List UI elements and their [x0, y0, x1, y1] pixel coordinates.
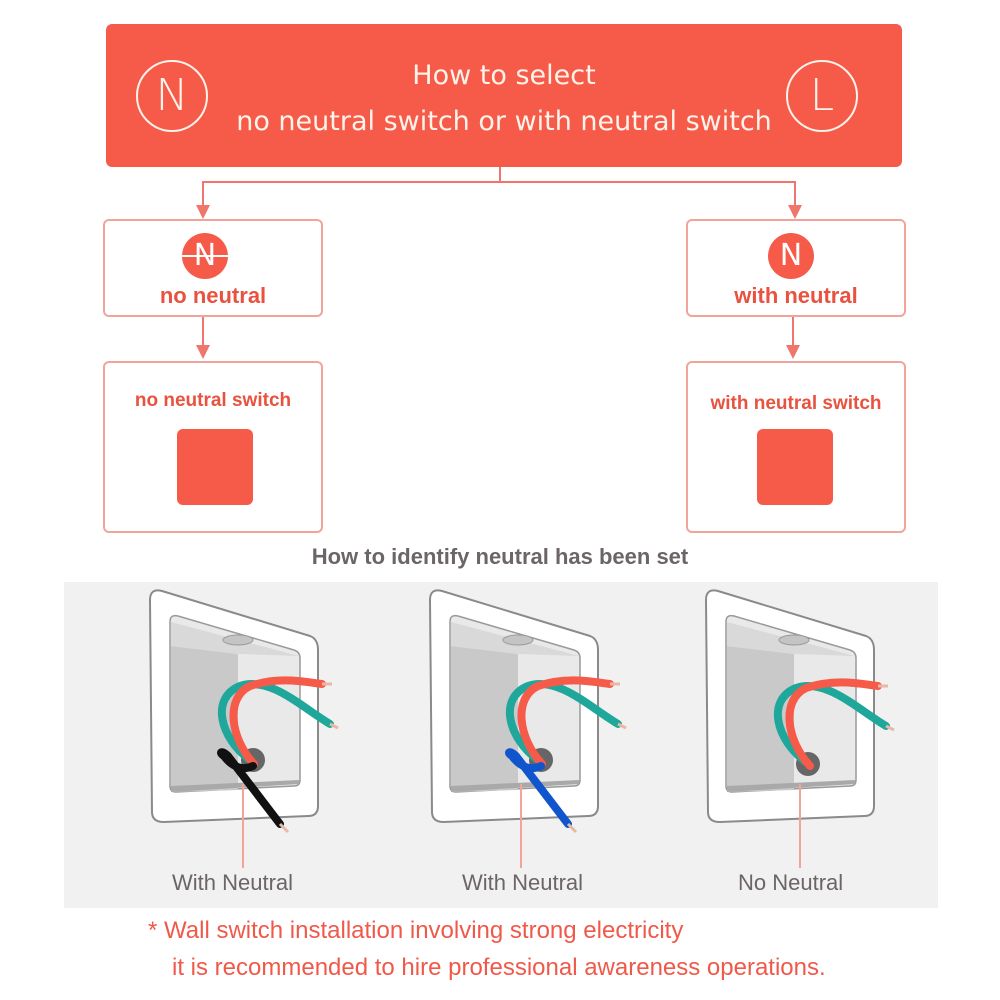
neutral-symbol-icon: N	[136, 60, 208, 132]
with-neutral-switch-box: with neutral switch	[686, 361, 906, 533]
arrow-down-icon	[196, 345, 210, 359]
caption-with-neutral-blue: With Neutral	[462, 870, 584, 895]
no-neutral-label: no neutral	[159, 283, 267, 308]
with-neutral-label: with neutral	[734, 283, 858, 308]
live-symbol-icon: L	[786, 60, 858, 132]
no-neutral-box: N no neutral	[103, 219, 323, 317]
switch-icon	[177, 429, 253, 505]
header-title-line2: no neutral switch or with neutral switch	[236, 106, 772, 137]
header-banner: N How to select no neutral switch or wit…	[106, 24, 902, 167]
wall-box-2	[429, 589, 627, 868]
note-line2: it is recommended to hire professional a…	[172, 954, 826, 981]
neutral-icon: N	[768, 233, 814, 279]
wall-box-1	[149, 589, 339, 868]
switch-icon	[757, 429, 833, 505]
connector-horizontal	[202, 181, 796, 183]
arrow-down-icon	[786, 345, 800, 359]
no-neutral-switch-box: no neutral switch	[103, 361, 323, 533]
connector-left-2	[202, 317, 204, 347]
arrow-down-icon	[788, 205, 802, 219]
with-neutral-box: N with neutral	[686, 219, 906, 317]
caption-no-neutral: No Neutral	[738, 870, 844, 895]
wiring-illustrations: With Neutral With Neutral No Neutral	[64, 582, 938, 908]
identify-title: How to identify neutral has been set	[311, 544, 689, 569]
connector-right-2	[792, 317, 794, 347]
neutral-struck-icon: N	[180, 233, 230, 279]
header-title-line1: How to select	[412, 60, 596, 91]
caption-with-neutral-black: With Neutral	[172, 870, 294, 895]
wall-box-illustrations	[149, 589, 895, 868]
note-line1: * Wall switch installation involving str…	[148, 917, 684, 944]
connector-left	[202, 181, 204, 207]
arrow-down-icon	[196, 205, 210, 219]
strike-line	[180, 255, 230, 257]
connector-right	[794, 181, 796, 207]
wall-box-3	[705, 589, 895, 868]
no-neutral-switch-label: no neutral switch	[134, 390, 292, 411]
connector-stem	[499, 167, 501, 183]
with-neutral-switch-label: with neutral switch	[710, 393, 882, 414]
